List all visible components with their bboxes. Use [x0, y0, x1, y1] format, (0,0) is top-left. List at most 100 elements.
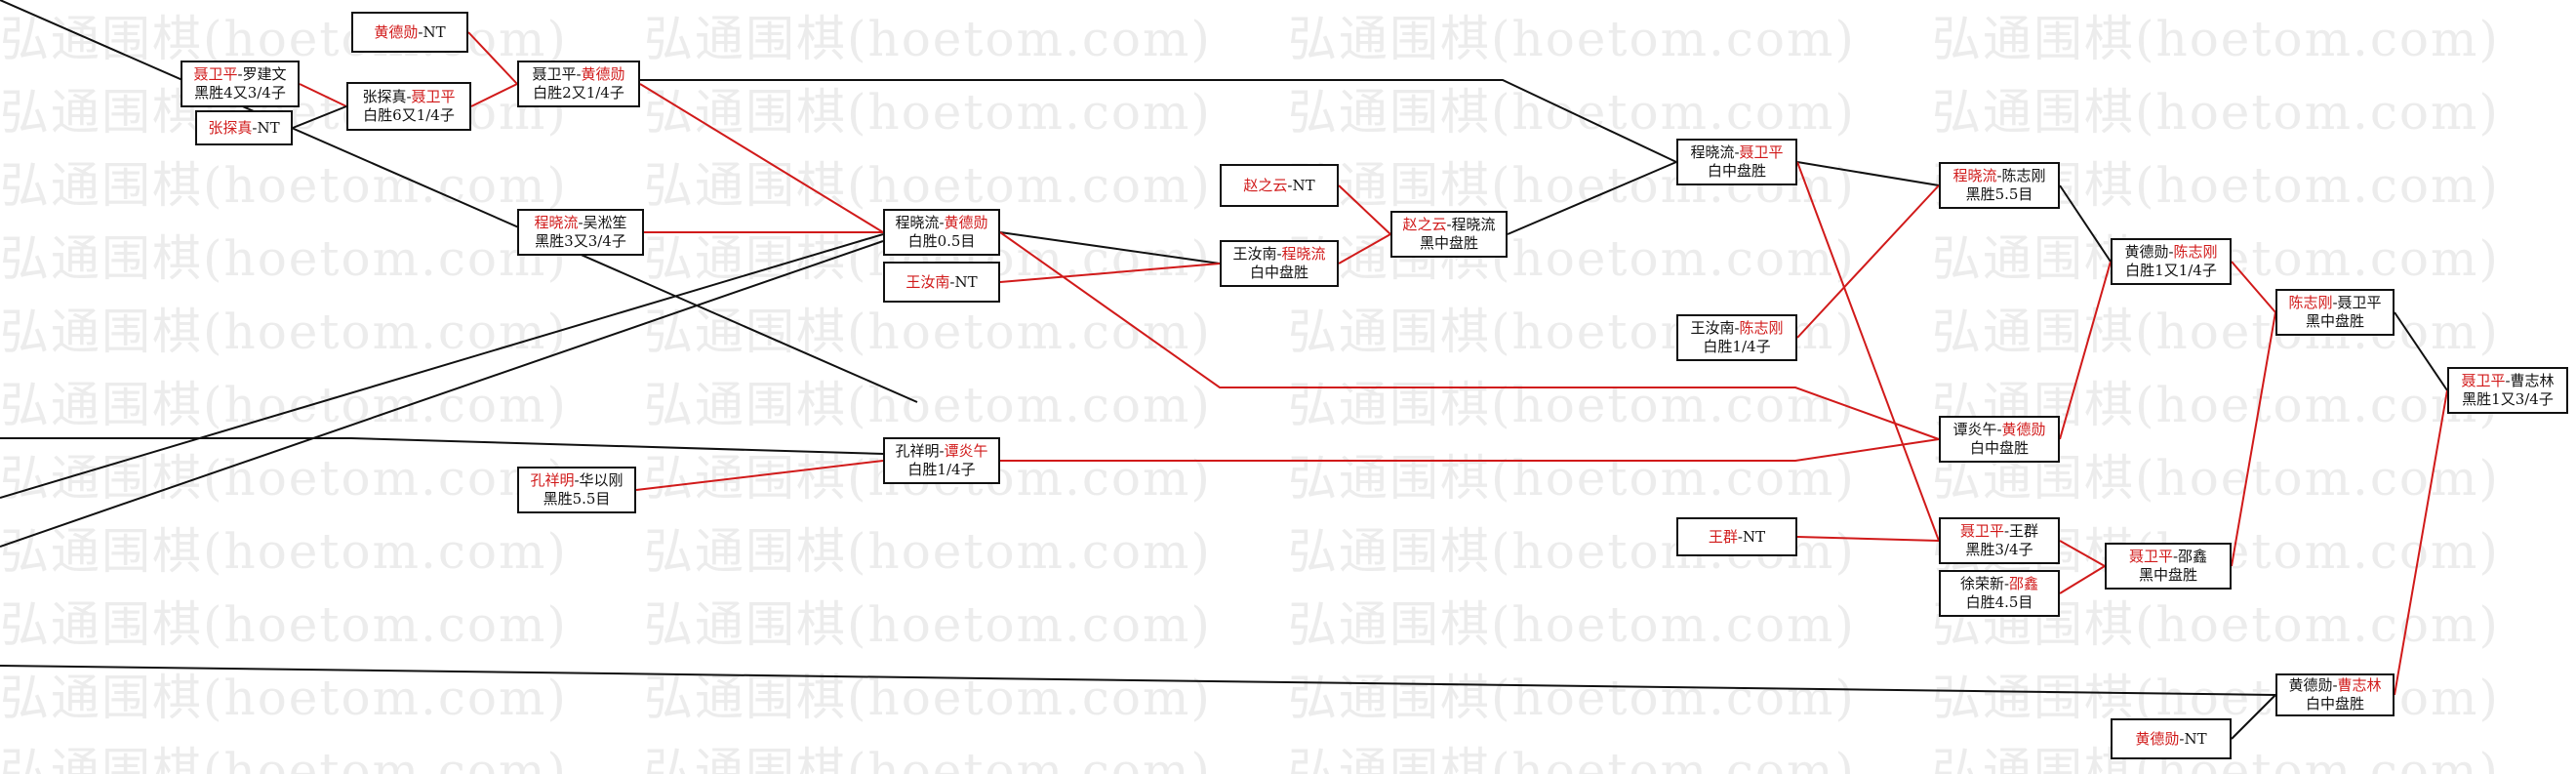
match-players: 王汝南-NT — [906, 273, 977, 292]
bracket-line — [1507, 161, 1677, 235]
white-player-name: 黄德勋 — [581, 65, 625, 83]
bracket-line — [2059, 540, 2106, 567]
match-box: 聂卫平-黄德勋白胜2又1/4子 — [517, 61, 640, 107]
match-result: 白胜2又1/4子 — [533, 84, 624, 102]
match-players: 黄德勋-陈志刚 — [2124, 243, 2217, 262]
black-player-name: 赵之云 — [1402, 216, 1447, 233]
match-box: 程晓流-聂卫平白中盘胜 — [1676, 139, 1797, 185]
match-result: 黑中盘胜 — [2305, 312, 2364, 330]
white-player-name: 程晓流 — [1451, 216, 1496, 233]
match-players: 聂卫平-邵鑫 — [2129, 548, 2207, 566]
match-result: 白中盘胜 — [2305, 695, 2364, 713]
bracket-line — [0, 0, 918, 403]
vs-dash: - — [2332, 294, 2338, 311]
bracket-line — [467, 31, 518, 85]
vs-dash: - — [1734, 143, 1740, 161]
black-player-name: 程晓流 — [1952, 167, 1997, 184]
match-box: 王汝南-NT — [883, 262, 1000, 303]
match-players: 王群-NT — [1709, 528, 1765, 547]
vs-dash: - — [2505, 372, 2511, 389]
vs-dash: - — [949, 272, 955, 291]
match-players: 徐荣新-邵鑫 — [1960, 575, 2038, 593]
white-player-name: 华以刚 — [579, 471, 624, 489]
match-result: 黑胜4又3/4子 — [194, 84, 286, 102]
bracket-line — [635, 460, 884, 491]
black-player-name: 赵之云 — [1243, 176, 1288, 194]
bracket-line — [0, 665, 2276, 696]
white-player-name: NT — [1292, 176, 1315, 194]
black-player-name: 程晓流 — [534, 214, 579, 231]
match-players: 聂卫平-黄德勋 — [532, 65, 624, 84]
vs-dash: - — [576, 65, 582, 83]
vs-dash: - — [2332, 676, 2338, 694]
vs-dash: - — [237, 65, 243, 83]
bracket-line — [1338, 233, 1391, 265]
black-player-name: 聂卫平 — [193, 65, 238, 83]
black-player-name: 孔祥明 — [530, 471, 575, 489]
match-box: 张探真-聂卫平白胜6又1/4子 — [346, 82, 471, 131]
match-box: 聂卫平-罗建文黑胜4又3/4子 — [181, 61, 300, 107]
match-box: 赵之云-程晓流黑中盘胜 — [1390, 211, 1508, 258]
bracket-line — [2394, 311, 2448, 391]
match-box: 聂卫平-曹志林黑胜1又3/4子 — [2447, 367, 2568, 414]
match-result: 白胜6又1/4子 — [363, 106, 455, 124]
match-box: 黄德勋-曹志林白中盘胜 — [2275, 673, 2395, 716]
match-box: 赵之云-NT — [1220, 164, 1339, 207]
white-player-name: 陈志刚 — [1739, 319, 1784, 337]
white-player-name: 王群 — [2009, 522, 2039, 540]
vs-dash: - — [1276, 245, 1282, 263]
vs-dash: - — [578, 214, 584, 231]
white-player-name: 聂卫平 — [411, 88, 456, 105]
vs-dash: - — [1737, 527, 1743, 546]
bracket-line — [1000, 438, 1940, 462]
match-players: 王汝南-程晓流 — [1232, 245, 1325, 264]
match-box: 黄德勋-陈志刚白胜1又1/4子 — [2111, 238, 2232, 285]
bracket-line — [999, 231, 1940, 440]
white-player-name: 谭炎午 — [944, 442, 988, 460]
match-players: 程晓流-聂卫平 — [1690, 143, 1783, 162]
white-player-name: NT — [423, 22, 446, 41]
match-players: 黄德勋-曹志林 — [2288, 676, 2381, 695]
bracket-line — [2059, 565, 2106, 594]
match-players: 聂卫平-罗建文 — [193, 65, 286, 84]
match-result: 黑胜3/4子 — [1965, 541, 2033, 558]
bracket-line — [0, 437, 918, 456]
white-player-name: 聂卫平 — [1739, 143, 1784, 161]
bracket-line — [1796, 184, 1940, 339]
match-box: 孔祥明-谭炎午白胜1/4子 — [883, 437, 1000, 484]
black-player-name: 王汝南 — [1690, 319, 1735, 337]
black-player-name: 徐荣新 — [1959, 575, 2004, 592]
match-players: 聂卫平-曹志林 — [2461, 372, 2554, 390]
match-result: 白中盘胜 — [1969, 439, 2029, 457]
black-player-name: 黄德勋 — [2124, 243, 2169, 261]
match-result: 白中盘胜 — [1707, 162, 1766, 180]
match-box: 王群-NT — [1676, 517, 1797, 556]
bracket-line — [1338, 184, 1391, 235]
match-players: 赵之云-NT — [1243, 177, 1314, 195]
match-result: 黑胜3又3/4子 — [535, 232, 626, 250]
white-player-name: 邵鑫 — [2009, 575, 2039, 592]
black-player-name: 聂卫平 — [2461, 372, 2506, 389]
bracket-line — [0, 233, 884, 499]
white-player-name: NT — [2184, 729, 2207, 748]
bracket-line — [999, 231, 1221, 265]
black-player-name: 程晓流 — [895, 214, 940, 231]
black-player-name: 张探真 — [362, 88, 407, 105]
black-player-name: 王汝南 — [906, 272, 950, 291]
match-box: 徐荣新-邵鑫白胜4.5目 — [1939, 570, 2060, 617]
match-box: 黄德勋-NT — [2111, 718, 2232, 759]
match-players: 孔祥明-华以刚 — [530, 471, 623, 490]
match-box: 程晓流-吴淞笙黑胜3又3/4子 — [517, 209, 644, 256]
bracket-line — [639, 83, 884, 233]
match-result: 白胜0.5目 — [907, 232, 976, 250]
bracket-line — [1796, 161, 1940, 542]
match-box: 陈志刚-聂卫平黑中盘胜 — [2275, 289, 2395, 336]
bracket-line — [2059, 184, 2112, 263]
vs-dash: - — [406, 88, 412, 105]
white-player-name: 邵鑫 — [2178, 548, 2208, 565]
white-player-name: NT — [1742, 527, 1766, 546]
white-player-name: 聂卫平 — [2337, 294, 2382, 311]
match-players: 王汝南-陈志刚 — [1690, 319, 1783, 338]
match-box: 王汝南-程晓流白中盘胜 — [1220, 240, 1339, 287]
white-player-name: 陈志刚 — [2173, 243, 2218, 261]
